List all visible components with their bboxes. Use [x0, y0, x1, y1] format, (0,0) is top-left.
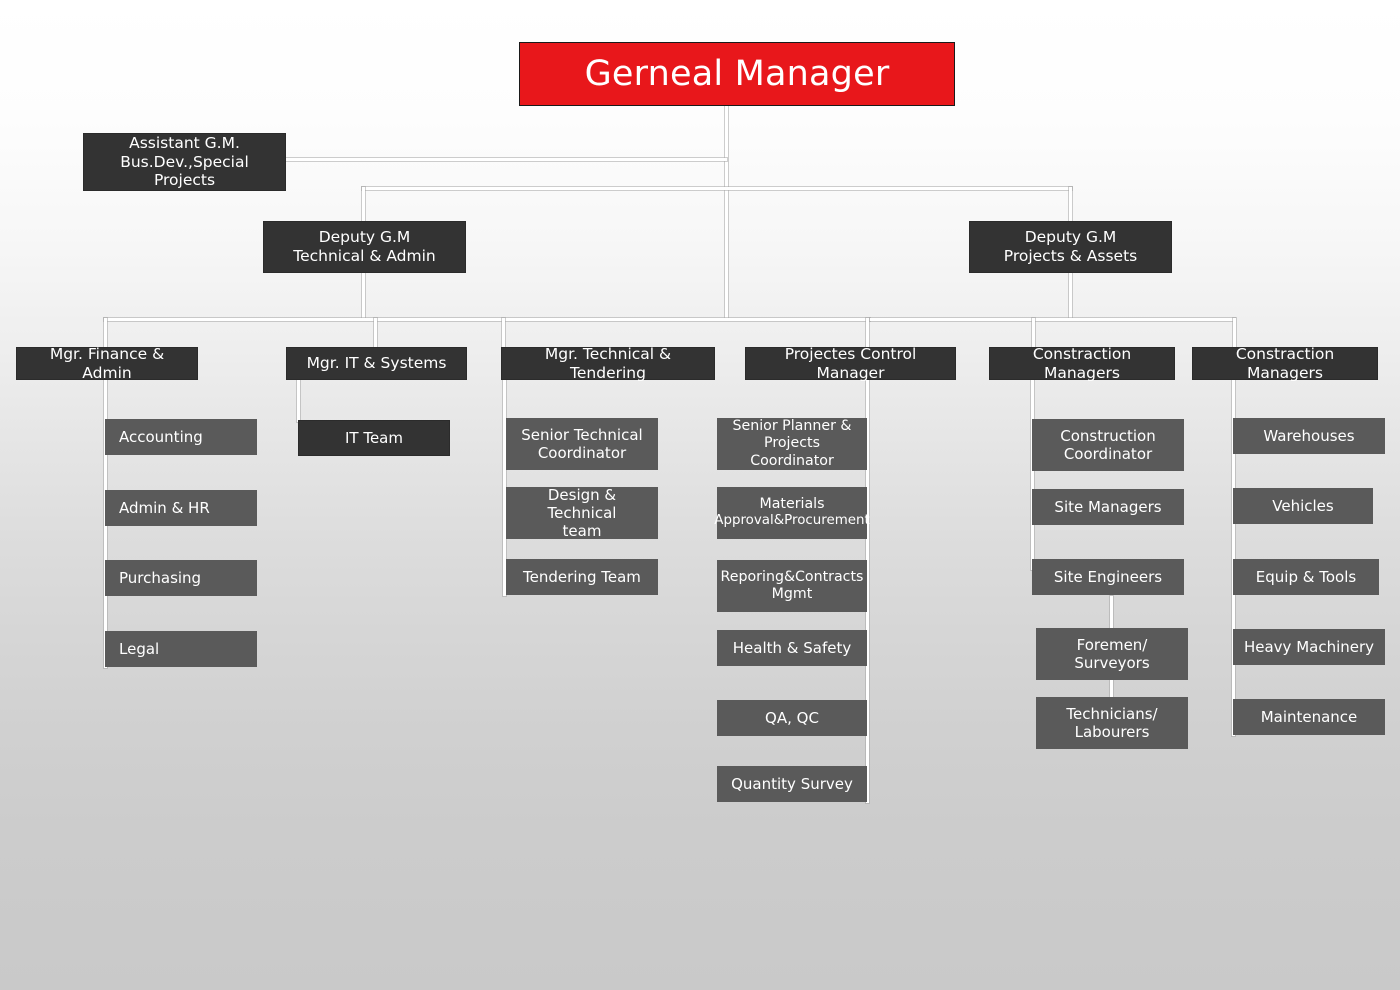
assistant-gm-line1: Assistant G.M. — [129, 133, 240, 152]
purchasing-label: Purchasing — [119, 568, 202, 587]
connector-drop-c2 — [374, 318, 377, 348]
node-manager-projects-control[interactable]: Projectes Control Manager — [745, 344, 956, 382]
connector-manager-spine-right — [870, 318, 1235, 321]
node-maintenance[interactable]: Maintenance — [1233, 699, 1385, 735]
node-assistant-gm[interactable]: Assistant G.M. Bus.Dev.,Special Projects — [83, 133, 286, 191]
maintenance-label: Maintenance — [1260, 707, 1358, 726]
deputy-gm-projects-line2: Projects & Assets — [1003, 247, 1138, 265]
manager-technical-tendering-label: Mgr. Technical & Tendering — [544, 344, 672, 382]
node-manager-it-systems[interactable]: Mgr. IT & Systems — [286, 347, 467, 380]
manager-construction-1-label: Constraction Managers — [1032, 344, 1132, 382]
manager-it-systems-label: Mgr. IT & Systems — [306, 354, 447, 373]
warehouses-label: Warehouses — [1263, 426, 1355, 445]
design-technical-team-line1: Design & Technical — [547, 485, 617, 522]
node-technicians-labourers[interactable]: Technicians/ Labourers — [1036, 697, 1188, 749]
foremen-surveyors-line2: Surveyors — [1074, 654, 1150, 672]
node-materials-approval-procurement[interactable]: Materials Approval&Procurement — [714, 487, 870, 539]
node-manager-finance-admin[interactable]: Mgr. Finance & Admin — [16, 344, 198, 382]
node-equip-tools[interactable]: Equip & Tools — [1233, 559, 1379, 595]
legal-label: Legal — [119, 639, 160, 658]
construction-coordinator-line1: Construction — [1060, 426, 1156, 445]
technicians-labourers-line1: Technicians/ — [1066, 704, 1158, 723]
connector-deputy-tech-down — [362, 273, 365, 318]
connector-gm-trunk — [725, 106, 728, 318]
manager-finance-admin-label: Mgr. Finance & Admin — [49, 344, 165, 382]
node-deputy-gm-projects[interactable]: Deputy G.M Projects & Assets — [969, 221, 1172, 273]
assistant-gm-line2: Bus.Dev.,Special Projects — [120, 152, 249, 190]
connector-deputy-right-drop — [1069, 187, 1072, 221]
node-heavy-machinery[interactable]: Heavy Machinery — [1233, 629, 1385, 665]
node-tendering-team[interactable]: Tendering Team — [506, 559, 658, 595]
connector-rail-c3 — [503, 380, 506, 596]
node-warehouses[interactable]: Warehouses — [1233, 418, 1385, 454]
node-design-technical-team[interactable]: Design & Technical team — [506, 485, 658, 541]
senior-technical-coordinator-line1: Senior Technical — [521, 425, 643, 444]
manager-construction-2-label: Constraction Managers — [1235, 344, 1335, 382]
connector-rail-c5 — [1031, 380, 1034, 570]
node-site-managers[interactable]: Site Managers — [1032, 489, 1184, 525]
connector-rail-c2 — [297, 380, 300, 422]
connector-drop-c4 — [866, 318, 869, 348]
it-team-label: IT Team — [344, 428, 403, 447]
deputy-gm-technical-line2: Technical & Admin — [293, 247, 436, 265]
node-construction-coordinator[interactable]: Construction Coordinator — [1032, 419, 1184, 471]
node-it-team[interactable]: IT Team — [298, 420, 450, 456]
foremen-surveyors-line1: Foremen/ — [1076, 635, 1148, 654]
senior-technical-coordinator-line2: Coordinator — [537, 444, 627, 462]
connector-deputy-proj-down — [1069, 273, 1072, 318]
technicians-labourers-line2: Labourers — [1074, 723, 1150, 741]
connector-manager-spine-left — [104, 318, 870, 321]
senior-planner-line1: Senior Planner & — [732, 418, 852, 435]
admin-hr-label: Admin & HR — [119, 498, 210, 517]
reporting-contracts-line1: Reporing&Contracts — [720, 568, 864, 585]
reporting-contracts-line2: Mgmt — [771, 586, 813, 602]
general-manager-label: Gerneal Manager — [584, 53, 890, 94]
quantity-survey-label: Quantity Survey — [731, 774, 853, 793]
connector-rail-c4 — [866, 380, 869, 803]
node-qa-qc[interactable]: QA, QC — [717, 700, 867, 736]
connector-drop-c3 — [502, 318, 505, 348]
node-deputy-gm-technical[interactable]: Deputy G.M Technical & Admin — [263, 221, 466, 273]
materials-line2: Approval&Procurement — [714, 513, 870, 529]
node-site-engineers[interactable]: Site Engineers — [1032, 559, 1184, 595]
node-senior-technical-coordinator[interactable]: Senior Technical Coordinator — [506, 418, 658, 470]
health-safety-label: Health & Safety — [732, 638, 852, 657]
node-admin-hr[interactable]: Admin & HR — [105, 490, 257, 526]
design-technical-team-line2: team — [562, 522, 602, 541]
connector-drop-c6 — [1233, 318, 1236, 348]
node-reporting-contracts-mgmt[interactable]: Reporing&Contracts Mgmt — [717, 560, 867, 612]
connector-assistant-gm — [284, 158, 727, 161]
node-vehicles[interactable]: Vehicles — [1233, 488, 1373, 524]
node-legal[interactable]: Legal — [105, 631, 257, 667]
node-purchasing[interactable]: Purchasing — [105, 560, 257, 596]
accounting-label: Accounting — [119, 427, 203, 446]
vehicles-label: Vehicles — [1272, 496, 1334, 515]
node-accounting[interactable]: Accounting — [105, 419, 257, 455]
senior-planner-line2: Projects Coordinator — [750, 435, 834, 469]
qa-qc-label: QA, QC — [765, 708, 819, 727]
node-manager-construction-2[interactable]: Constraction Managers — [1192, 344, 1378, 382]
construction-coordinator-line2: Coordinator — [1063, 445, 1153, 463]
equip-tools-label: Equip & Tools — [1255, 567, 1357, 586]
connector-drop-c5 — [1032, 318, 1035, 348]
node-quantity-survey[interactable]: Quantity Survey — [717, 766, 867, 802]
connector-deputy-left-drop — [362, 187, 365, 221]
manager-projects-control-label: Projectes Control Manager — [784, 344, 917, 382]
heavy-machinery-label: Heavy Machinery — [1243, 637, 1375, 656]
deputy-gm-technical-line1: Deputy G.M — [318, 228, 411, 247]
materials-line1: Materials — [759, 496, 825, 513]
tendering-team-label: Tendering Team — [523, 567, 641, 586]
node-senior-planner-projects-coordinator[interactable]: Senior Planner & Projects Coordinator — [717, 418, 867, 470]
node-general-manager[interactable]: Gerneal Manager — [519, 42, 955, 106]
node-manager-construction-1[interactable]: Constraction Managers — [989, 344, 1175, 382]
connector-rail-c6 — [1232, 380, 1235, 736]
site-managers-label: Site Managers — [1054, 497, 1162, 516]
node-manager-technical-tendering[interactable]: Mgr. Technical & Tendering — [501, 344, 715, 382]
connector-drop-c1 — [104, 318, 107, 348]
connector-deputy-spine — [362, 187, 1072, 190]
deputy-gm-projects-line1: Deputy G.M — [1024, 228, 1117, 247]
site-engineers-label: Site Engineers — [1053, 567, 1163, 586]
node-foremen-surveyors[interactable]: Foremen/ Surveyors — [1036, 628, 1188, 680]
node-health-safety[interactable]: Health & Safety — [717, 630, 867, 666]
